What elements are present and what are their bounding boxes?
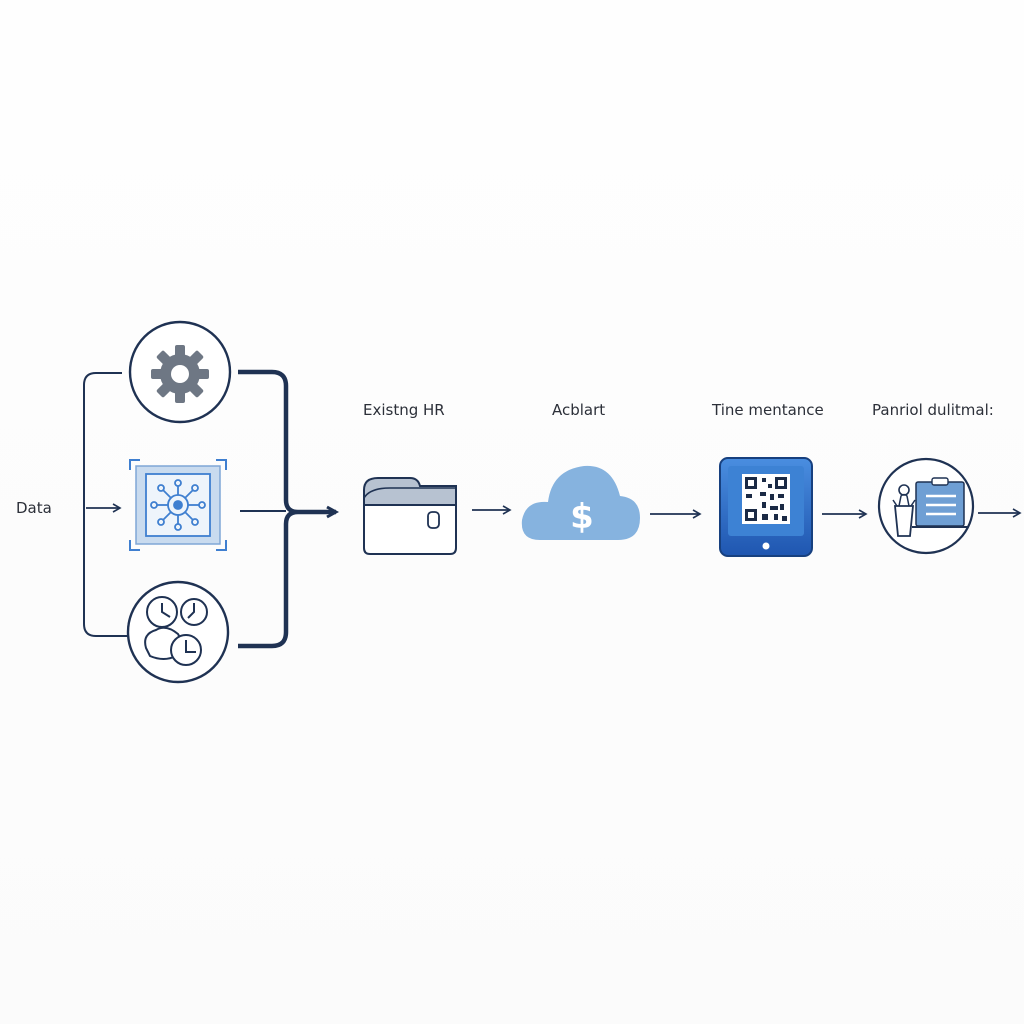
qr-tablet-icon: [719, 457, 813, 557]
left-bracket: [83, 372, 128, 637]
bold-bracket: [238, 369, 299, 649]
svg-text:$: $: [570, 497, 594, 537]
network-chip-icon: [129, 459, 227, 551]
gear-icon: [128, 320, 232, 424]
data-label: Data: [16, 499, 52, 517]
cloud-dollar-icon: $: [521, 465, 640, 540]
folder-icon: [363, 477, 457, 555]
stage-label-tine-mentance: Tine mentance: [712, 401, 824, 419]
clocks-icon: [126, 580, 230, 684]
person-clipboard-icon: [877, 457, 975, 555]
stage-label-acblart: Acblart: [552, 401, 606, 419]
stage-label-panriol-dulitmal: Panriol dulitmal:: [872, 401, 994, 419]
stage-label-existing-hr: Existng HR: [363, 401, 445, 419]
